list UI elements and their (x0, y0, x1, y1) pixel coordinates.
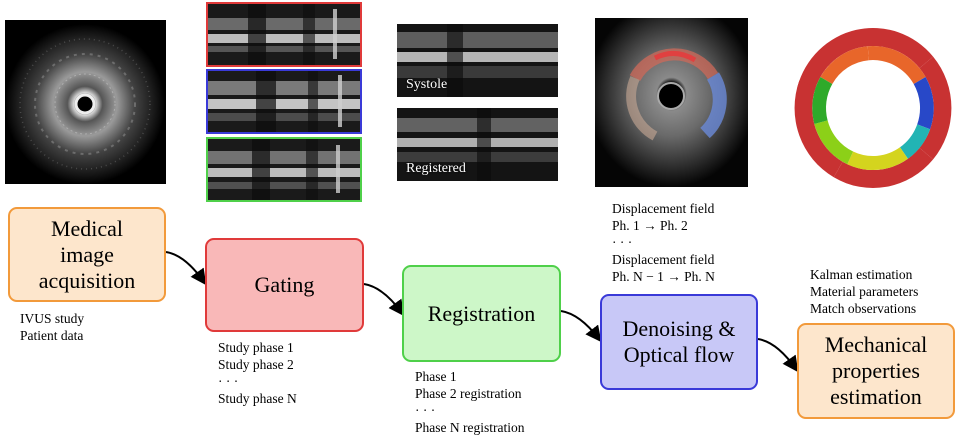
registered-label: Registered (406, 161, 466, 176)
gating-image-blue (206, 69, 362, 134)
registered-image: Registered (397, 108, 558, 181)
optical-flow-image (595, 18, 748, 187)
gating-image-red (206, 2, 362, 67)
arrow-flow-to-estimation (757, 338, 799, 373)
step-registration: Registration (402, 265, 561, 362)
gating-image-green (206, 137, 362, 202)
gating-notes: Study phase 1 Study phase 2 · · · Study … (218, 340, 297, 406)
arrow-gating-to-registration (363, 283, 405, 317)
acquisition-notes: IVUS study Patient data (20, 311, 85, 343)
step-label: Medical image acquisition (38, 215, 136, 293)
step-denoising-optical-flow: Denoising & Optical flow (600, 294, 758, 390)
mesh-inner-segment-1 (867, 45, 926, 84)
mesh-outer-segment-1 (919, 56, 952, 160)
mesh-inner-segment-0 (820, 46, 869, 84)
systole-label: Systole (406, 77, 448, 92)
optical-flow-notes: Displacement field Ph. 1 → Ph. 2 · · · D… (612, 201, 715, 284)
mesh-outer-segment-2 (833, 147, 934, 189)
systole-image: Systole (397, 24, 558, 97)
step-gating: Gating (205, 238, 364, 332)
mesh-inner-segment-2 (913, 77, 934, 130)
arrow-acquisition-to-gating (165, 251, 207, 286)
step-mechanical-estimation: Mechanical properties estimation (797, 323, 955, 419)
step-label: Gating (254, 272, 315, 297)
step-label: Registration (427, 300, 536, 326)
arrow-registration-to-flow (560, 310, 602, 343)
mesh-outer-segment-0 (797, 28, 934, 92)
registration-notes: Phase 1 Phase 2 registration · · · Phase… (415, 369, 525, 435)
mesh-inner-segment-5 (814, 120, 854, 165)
mechanical-mesh-image (786, 16, 961, 196)
step-label: Denoising & Optical flow (622, 316, 736, 367)
mesh-outer-segment-3 (794, 80, 843, 178)
mesh-inner-segment-4 (847, 147, 908, 171)
step-label: Mechanical properties estimation (824, 332, 928, 409)
estimation-notes: Kalman estimation Material parameters Ma… (810, 267, 919, 316)
step-image-acquisition: Medical image acquisition (8, 207, 166, 302)
mesh-inner-segment-6 (812, 77, 833, 124)
mesh-inner-segment-3 (900, 124, 931, 159)
ivus-cross-section-image (5, 20, 166, 184)
